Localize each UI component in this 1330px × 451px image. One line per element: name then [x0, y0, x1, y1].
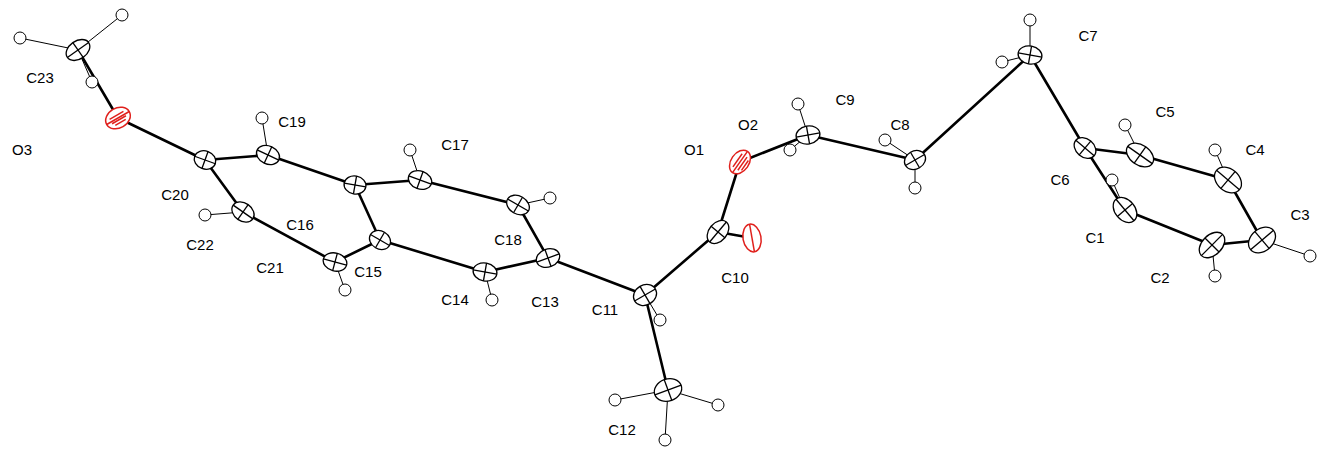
atom-label: C20 [160, 187, 190, 203]
carbon-atoms [62, 35, 1280, 405]
atom-label: C3 [1289, 207, 1310, 223]
atom-label: C16 [285, 217, 315, 233]
atom-label: C14 [440, 292, 470, 308]
oxygen-atoms [102, 103, 764, 254]
atom-label: C12 [607, 422, 637, 438]
atom-label: O2 [737, 117, 759, 133]
atom-label: C1 [1084, 230, 1105, 246]
atom-label: C19 [277, 114, 307, 130]
atom-label: O3 [11, 142, 33, 158]
atom-label: O1 [683, 142, 705, 158]
atom-label: C17 [440, 137, 470, 153]
hydrogen-bonds [20, 15, 1310, 440]
atom-label: C13 [530, 294, 560, 310]
atom-label: C6 [1049, 172, 1070, 188]
atom-label: C5 [1154, 104, 1175, 120]
atom-label: C23 [25, 70, 55, 86]
bonds [78, 50, 1262, 390]
atom-label: C18 [493, 232, 523, 248]
atom-label: C7 [1077, 28, 1098, 44]
atom-label: C11 [591, 302, 619, 318]
hydrogen-atoms [14, 9, 1316, 446]
atom-label: C8 [889, 117, 910, 133]
atom-label: C2 [1149, 270, 1170, 286]
atom-label: C15 [353, 264, 383, 280]
atom-label: C4 [1244, 142, 1265, 158]
atom-label: C10 [720, 270, 750, 286]
atom-label: C9 [834, 92, 855, 108]
atom-label: C22 [185, 237, 215, 253]
atom-label: C21 [255, 260, 285, 276]
